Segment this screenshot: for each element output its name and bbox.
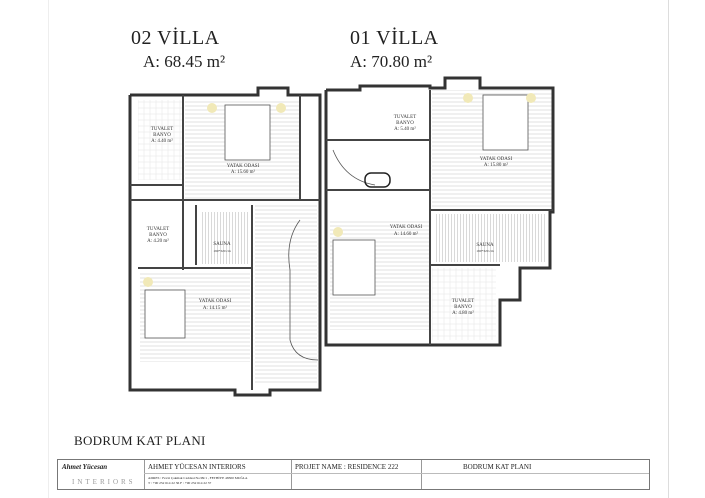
svg-text:A: 4.40 m²: A: 4.40 m² xyxy=(151,138,173,144)
plan-title: BODRUM KAT PLANI xyxy=(74,433,206,448)
svg-text:A: 14.60 m²: A: 14.60 m² xyxy=(394,231,419,237)
room-label: TUVALET xyxy=(151,127,173,132)
frame-right xyxy=(668,0,669,498)
svg-text:A: 14.15 m²: A: 14.15 m² xyxy=(203,305,228,311)
svg-text:SAUNA: SAUNA xyxy=(476,243,494,248)
logo-subtitle: INTERIORS xyxy=(72,478,136,486)
logo: Ahmet Yücesan xyxy=(62,463,108,471)
svg-text:BANYO: BANYO xyxy=(454,305,472,310)
svg-text:A: 15.80 m²: A: 15.80 m² xyxy=(484,162,509,168)
villa-02-area: A: 68.45 m² xyxy=(143,52,226,71)
svg-text:A: 5.40 m²: A: 5.40 m² xyxy=(394,126,416,132)
svg-text:190*320 cm: 190*320 cm xyxy=(476,249,494,253)
svg-text:YATAK ODASI: YATAK ODASI xyxy=(390,225,423,230)
company-name: AHMET YÜCESAN INTERIORS xyxy=(148,463,246,471)
svg-text:SAUNA: SAUNA xyxy=(213,242,231,247)
svg-text:190*320 cm: 190*320 cm xyxy=(213,249,231,253)
company-address: ADRES : Fevzi Çakmak Caddesi No:99/1 , F… xyxy=(148,476,248,480)
villa-01-title: 01 VİLLA xyxy=(350,27,439,49)
company-phone: T : +90 252 614 22 36 F : +90 252 614 22… xyxy=(148,481,212,485)
svg-text:TUVALET: TUVALET xyxy=(452,299,474,304)
villa-02-title: 02 VİLLA xyxy=(131,27,220,49)
svg-text:A: 4.80 m²: A: 4.80 m² xyxy=(452,310,474,316)
sheet-title: BODRUM KAT PLANI xyxy=(463,463,532,471)
svg-text:YATAK ODASI: YATAK ODASI xyxy=(199,299,232,304)
project-name: PROJET NAME : RESIDENCE 222 xyxy=(295,463,399,471)
svg-text:BANYO: BANYO xyxy=(149,233,167,238)
svg-text:YATAK ODASI: YATAK ODASI xyxy=(480,157,513,162)
svg-text:BANYO: BANYO xyxy=(396,121,414,126)
svg-text:YATAK ODASI: YATAK ODASI xyxy=(227,164,260,169)
svg-text:TUVALET: TUVALET xyxy=(394,115,416,120)
title-block: Ahmet Yücesan INTERIORS AHMET YÜCESAN IN… xyxy=(57,459,650,490)
frame-left xyxy=(48,0,49,498)
svg-text:A: 4.20 m²: A: 4.20 m² xyxy=(147,238,169,244)
svg-text:BANYO: BANYO xyxy=(153,133,171,138)
villa-01-area: A: 70.80 m² xyxy=(350,52,433,71)
svg-text:A: 15.60 m²: A: 15.60 m² xyxy=(231,169,256,175)
svg-text:TUVALET: TUVALET xyxy=(147,227,169,232)
